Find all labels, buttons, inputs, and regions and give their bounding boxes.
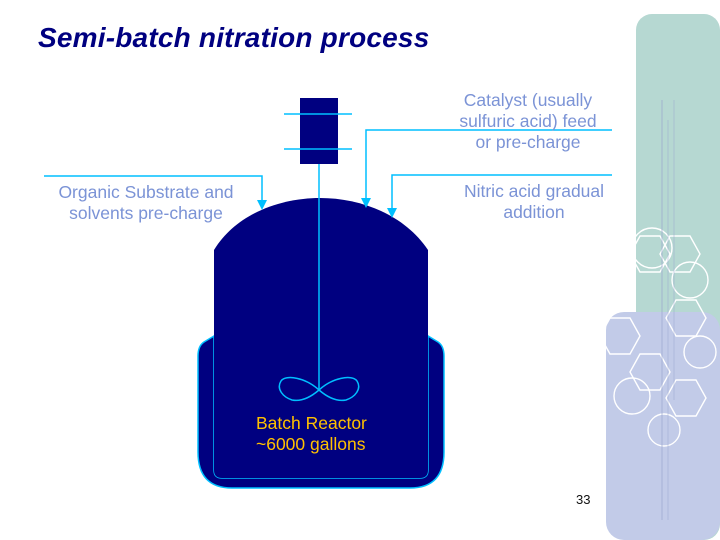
organic-feed-arrow: [257, 200, 267, 210]
catalyst-feed-arrow: [361, 198, 371, 208]
catalyst-feed-line: [365, 129, 612, 200]
dot-grid-decor: [661, 100, 675, 520]
blue-panel: [606, 312, 720, 540]
batch-reactor-label: Batch Reactor ~6000 gallons: [256, 413, 367, 454]
nitric-feed-line: [391, 174, 612, 210]
organic-feed-line: [44, 175, 263, 202]
slide-title: Semi-batch nitration process: [38, 22, 430, 53]
reactor-vessel-icon: [214, 198, 428, 478]
motor-icon: [300, 98, 338, 164]
decorative-side-panel: [600, 14, 720, 540]
agitator-impeller-icon: [278, 376, 360, 402]
nitric-acid-label: Nitric acid gradual addition: [463, 181, 605, 222]
catalyst-feed-label: Catalyst (usually sulfuric acid) feed or…: [459, 90, 597, 152]
hexagon-decor-icon: [600, 227, 717, 447]
nitric-feed-arrow: [387, 208, 397, 218]
page-number: 33: [576, 492, 591, 507]
organic-substrate-label: Organic Substrate and solvents pre-charg…: [58, 182, 234, 223]
